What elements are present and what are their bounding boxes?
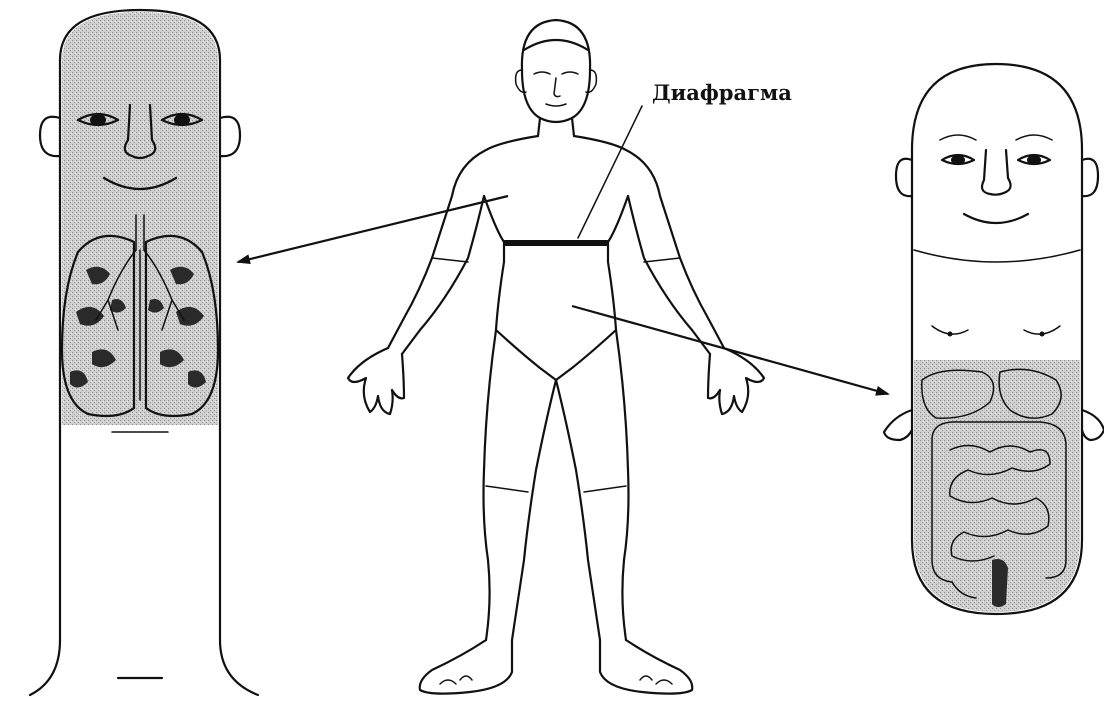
center-pelvis [496,330,616,380]
center-leg-left-outer [484,330,497,640]
center-elbow-right [644,258,680,262]
right-brow-left [940,135,976,140]
center-toes-right [640,676,672,684]
left-pupil-left [90,114,106,126]
right-chin-line [914,250,1080,262]
right-ear-right [1082,159,1098,196]
center-nose [554,78,560,97]
center-knee-left [486,486,528,492]
center-inner-arm-right [628,196,710,354]
right-abdomen-figure [884,64,1104,614]
center-mouth [546,104,566,106]
center-leg-right-inner [556,380,600,640]
right-nipple-right [1040,332,1045,337]
center-knee-right [584,486,626,492]
center-foot-right [600,640,692,694]
left-ear-left [40,117,60,156]
center-leg-left-inner [512,380,556,640]
right-pupil-left [951,155,965,165]
left-chest-figure [30,10,258,695]
right-arm-stub-left [884,410,912,440]
center-foot-left [420,640,512,694]
right-nipple-left [948,332,953,337]
center-leg-right-outer [616,330,629,640]
right-face [940,135,1052,223]
center-toes-left [440,676,472,684]
rectum [992,559,1008,607]
center-trunk-left [484,196,504,330]
center-body-figure [348,20,764,694]
arrow-to-chest [238,196,508,262]
diaphragm-label: Диафрагма [652,80,792,105]
center-hairline [524,40,588,50]
right-brow-right [1016,135,1052,140]
left-ear-right [220,117,240,156]
center-hand-left [348,348,404,414]
left-pupil-right [174,114,190,126]
center-elbow-left [432,258,468,262]
right-pupil-right [1027,155,1041,165]
right-mouth [964,214,1028,223]
right-nose [982,150,1011,195]
right-ear-left [896,159,912,196]
center-eyes [534,72,578,74]
center-trunk-right [608,196,628,330]
right-arm-stub-right [1082,410,1104,440]
